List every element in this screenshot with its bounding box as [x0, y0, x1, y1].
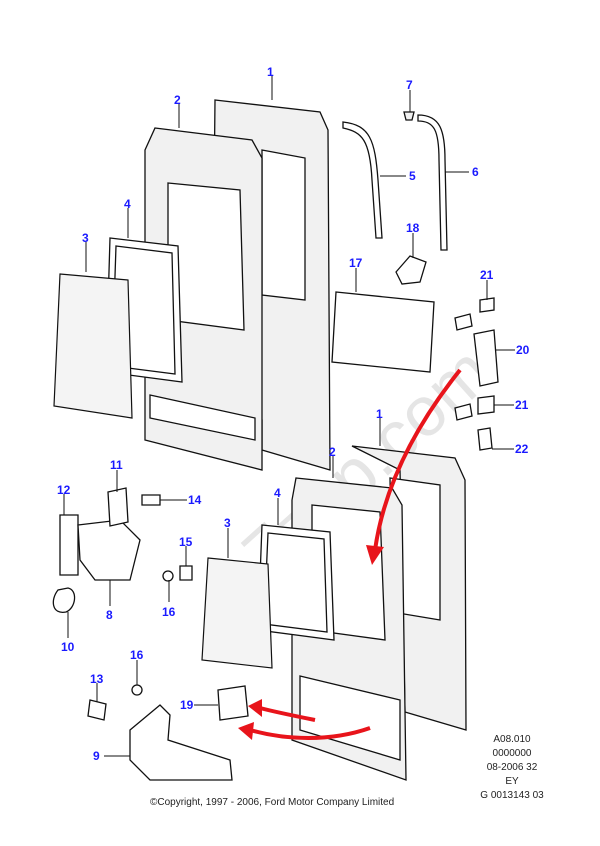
drawing-reference-block: A08.010 0000000 08-2006 32 EY G 0013143 … [462, 733, 562, 803]
callout-5: 5 [409, 169, 416, 183]
callout-17: 17 [349, 256, 363, 270]
callout-11: 11 [110, 458, 123, 472]
window-glass-upper [53, 273, 133, 419]
callout-2: 2 [174, 93, 181, 107]
callout-3: 3 [82, 231, 89, 245]
callout-7: 7 [406, 78, 413, 92]
grommet [395, 255, 427, 285]
leader-lines [63, 76, 515, 757]
callout-4: 4 [274, 486, 281, 500]
callout-22: 22 [515, 442, 529, 456]
callout-9: 9 [93, 749, 100, 763]
callout-21: 21 [515, 398, 529, 412]
callout-13: 13 [90, 672, 104, 686]
door-inner-panel-upper [144, 127, 263, 471]
callout-3: 3 [224, 516, 231, 530]
callout-15: 15 [179, 535, 193, 549]
callout-2: 2 [329, 445, 336, 459]
clip-parts [454, 297, 499, 451]
ref-line-4: EY [505, 776, 519, 787]
callout-10: 10 [61, 640, 75, 654]
ref-line-3: 08-2006 32 [486, 762, 538, 773]
callout-21: 21 [480, 268, 494, 282]
weatherstrips [342, 111, 448, 251]
callout-19: 19 [180, 698, 194, 712]
callout-6: 6 [472, 165, 479, 179]
callout-16: 16 [130, 648, 144, 662]
callout-20: 20 [516, 343, 530, 357]
callout-16: 16 [162, 605, 176, 619]
window-glass-lower [201, 557, 273, 669]
callout-14: 14 [188, 493, 202, 507]
callout-1: 1 [376, 407, 383, 421]
plate [331, 291, 435, 373]
hinge-parts [52, 487, 249, 781]
callout-12: 12 [57, 483, 71, 497]
callout-8: 8 [106, 608, 113, 622]
callout-labels: 1 2 4 3 7 5 6 18 17 21 20 21 22 1 2 4 3 … [57, 65, 530, 763]
callout-4: 4 [124, 197, 131, 211]
copyright: ©Copyright, 1997 - 2006, Ford Motor Comp… [150, 797, 395, 808]
ref-line-1: A08.010 [493, 734, 531, 745]
window-seal-lower [257, 524, 335, 641]
callout-1: 1 [267, 65, 274, 79]
red-arrows [238, 368, 462, 740]
callout-18: 18 [406, 221, 420, 235]
ref-line-2: 0000000 [492, 748, 532, 759]
ref-line-5: G 0013143 03 [480, 790, 544, 801]
